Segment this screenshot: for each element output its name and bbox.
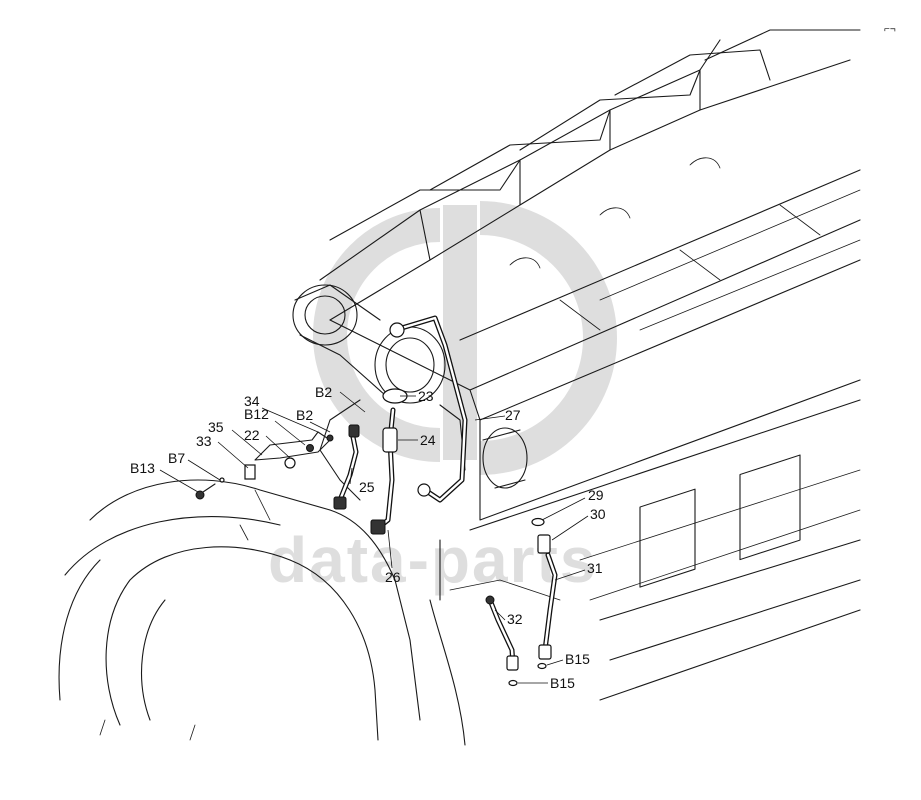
pipe-31	[531, 517, 558, 670]
callout-35: 35	[208, 419, 224, 435]
pipe-25	[333, 424, 360, 510]
callout-b15-upper: B15	[565, 651, 590, 667]
callout-b7: B7	[168, 450, 185, 466]
callout-b12: B12	[244, 406, 269, 422]
callout-b2-lower: B2	[296, 407, 313, 423]
callout-b13: B13	[130, 460, 155, 476]
callout-29: 29	[588, 487, 604, 503]
callout-25: 25	[359, 479, 375, 495]
callout-23: 23	[418, 388, 434, 404]
callout-32: 32	[507, 611, 523, 627]
pipe-24-26	[370, 388, 408, 535]
callout-26: 26	[385, 569, 401, 585]
callout-33: 33	[196, 433, 212, 449]
corner-mark: ⌐¬	[884, 24, 896, 35]
callout-31: 31	[587, 560, 603, 576]
callout-22: 22	[244, 427, 260, 443]
engine-block-drawing	[58, 29, 861, 746]
leader-lines	[159, 391, 589, 684]
bolt-b13	[195, 477, 225, 500]
callout-labels: 23 24 25 26 27 29 30 31 32 B15 B15 B2 B2…	[130, 24, 896, 691]
callout-30: 30	[590, 506, 606, 522]
pipe-27	[389, 315, 468, 503]
callout-27: 27	[505, 407, 521, 423]
callout-34: 34	[244, 393, 260, 409]
callout-b2-upper: B2	[315, 384, 332, 400]
callout-24: 24	[420, 432, 436, 448]
pipe-32	[485, 595, 519, 687]
callout-b15-lower: B15	[550, 675, 575, 691]
